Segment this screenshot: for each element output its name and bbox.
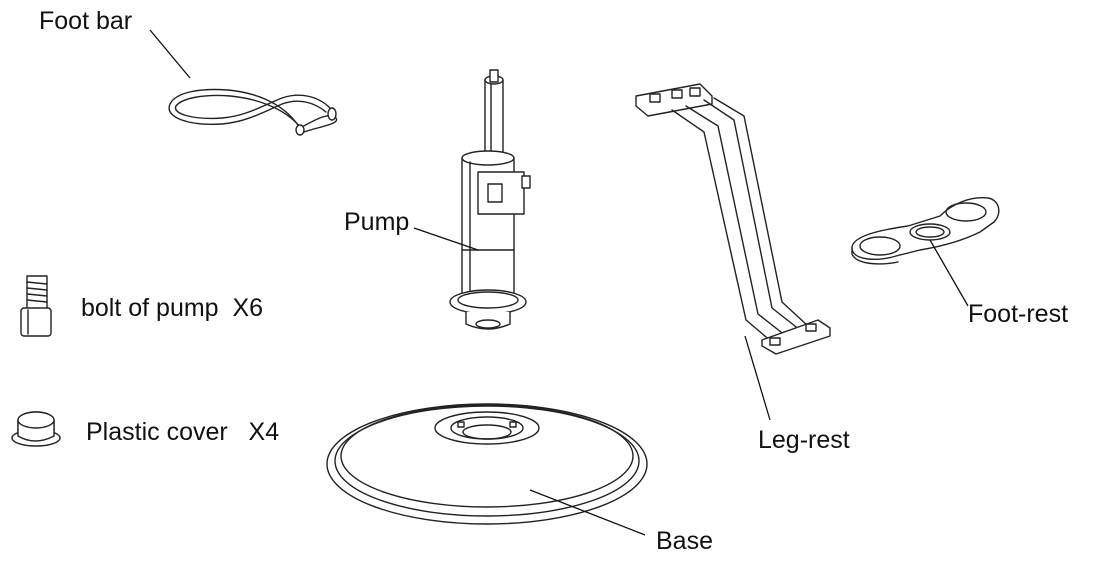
pump-drawing bbox=[449, 69, 531, 330]
base-leader bbox=[529, 489, 646, 536]
leg-rest-label: Leg-rest bbox=[758, 426, 850, 454]
base-drawing bbox=[326, 403, 648, 525]
pump-label: Pump bbox=[344, 208, 410, 236]
foot-bar-leader bbox=[149, 29, 191, 79]
bolt-label: bolt of pump X6 bbox=[81, 294, 264, 322]
bolt-drawing bbox=[20, 275, 52, 337]
foot-bar-drawing bbox=[168, 88, 338, 136]
plastic-cover-drawing bbox=[11, 411, 61, 447]
base-label: Base bbox=[656, 527, 713, 555]
plastic-cover-label: Plastic cover X4 bbox=[86, 418, 280, 446]
foot-rest-drawing bbox=[851, 197, 1000, 265]
foot-rest-leader bbox=[929, 239, 969, 307]
leg-rest-leader bbox=[744, 335, 771, 421]
pump-leader bbox=[413, 227, 479, 251]
leg-rest-drawing bbox=[635, 83, 831, 355]
foot-rest-label: Foot-rest bbox=[968, 300, 1069, 328]
foot-bar-label: Foot bar bbox=[39, 7, 133, 35]
